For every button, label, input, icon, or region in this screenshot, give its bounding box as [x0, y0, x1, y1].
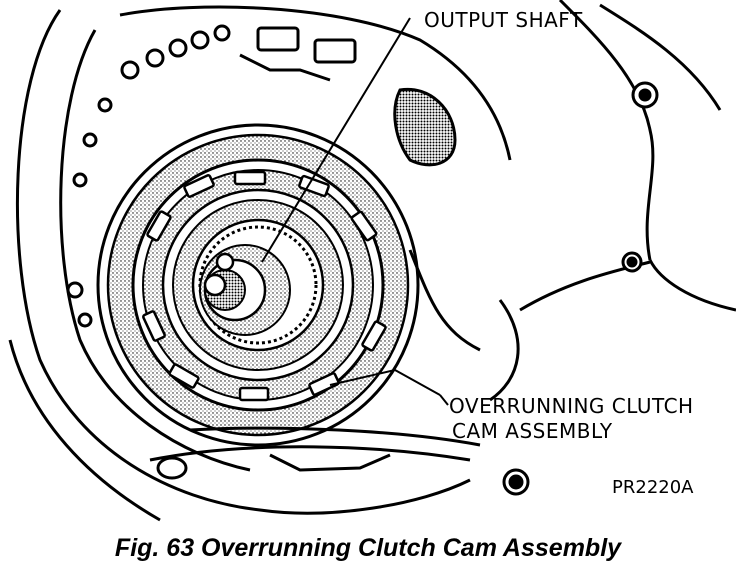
housing-bolts-right [502, 81, 659, 496]
transmission-housing [8, 0, 736, 522]
lower-cover [149, 249, 481, 480]
output-shaft-label: OUTPUT SHAFT [424, 8, 583, 32]
housing-pocket [393, 87, 457, 167]
top-brackets [239, 26, 357, 82]
figure-code: PR2220A [612, 477, 694, 498]
figure-caption: Fig. 63 Overrunning Clutch Cam Assembly [114, 534, 622, 562]
cam-rollers [142, 170, 387, 402]
cam-assembly-label-line2: CAM ASSEMBLY [452, 419, 613, 443]
housing-bolt-holes [66, 24, 231, 328]
clutch-cam-assembly [96, 123, 420, 447]
cam-assembly-label-line1: OVERRUNNING CLUTCH [449, 394, 694, 418]
leader-lines [261, 17, 449, 406]
